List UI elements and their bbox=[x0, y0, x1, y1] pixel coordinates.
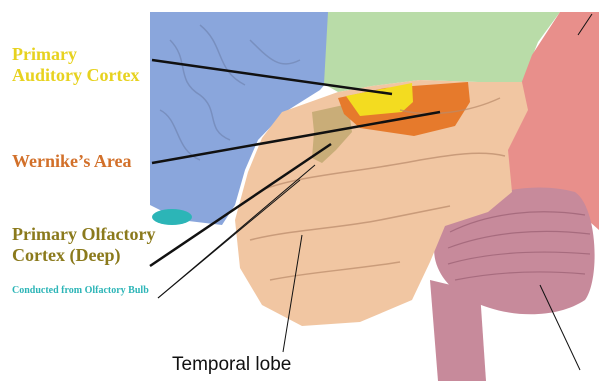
brainstem bbox=[430, 280, 486, 381]
auditory-label-line1: Primary bbox=[12, 44, 139, 65]
olfactory-bulb-note: Conducted from Olfactory Bulb bbox=[12, 285, 149, 297]
olfactory-label-line1: Primary Olfactory bbox=[12, 224, 155, 245]
wernickes-area-label: Wernike’s Area bbox=[12, 151, 132, 172]
olfactory-label-line2: Cortex (Deep) bbox=[12, 245, 155, 266]
olfactory-bulb bbox=[152, 209, 192, 225]
primary-auditory-cortex-label: Primary Auditory Cortex bbox=[12, 44, 139, 85]
primary-olfactory-cortex-label: Primary Olfactory Cortex (Deep) bbox=[12, 224, 155, 265]
auditory-label-line2: Auditory Cortex bbox=[12, 65, 139, 86]
temporal-lobe-label: Temporal lobe bbox=[172, 354, 291, 376]
